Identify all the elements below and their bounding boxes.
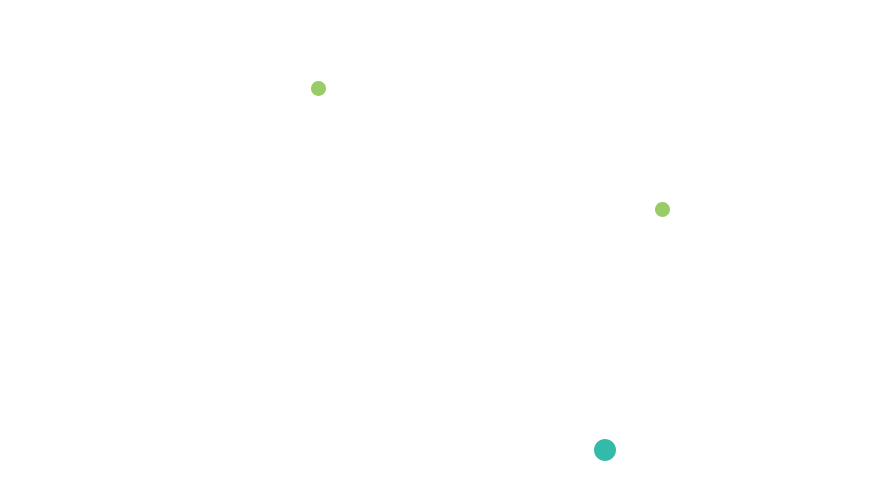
green-dot	[311, 81, 326, 96]
teal-dot	[594, 439, 616, 461]
green-dot	[655, 202, 670, 217]
